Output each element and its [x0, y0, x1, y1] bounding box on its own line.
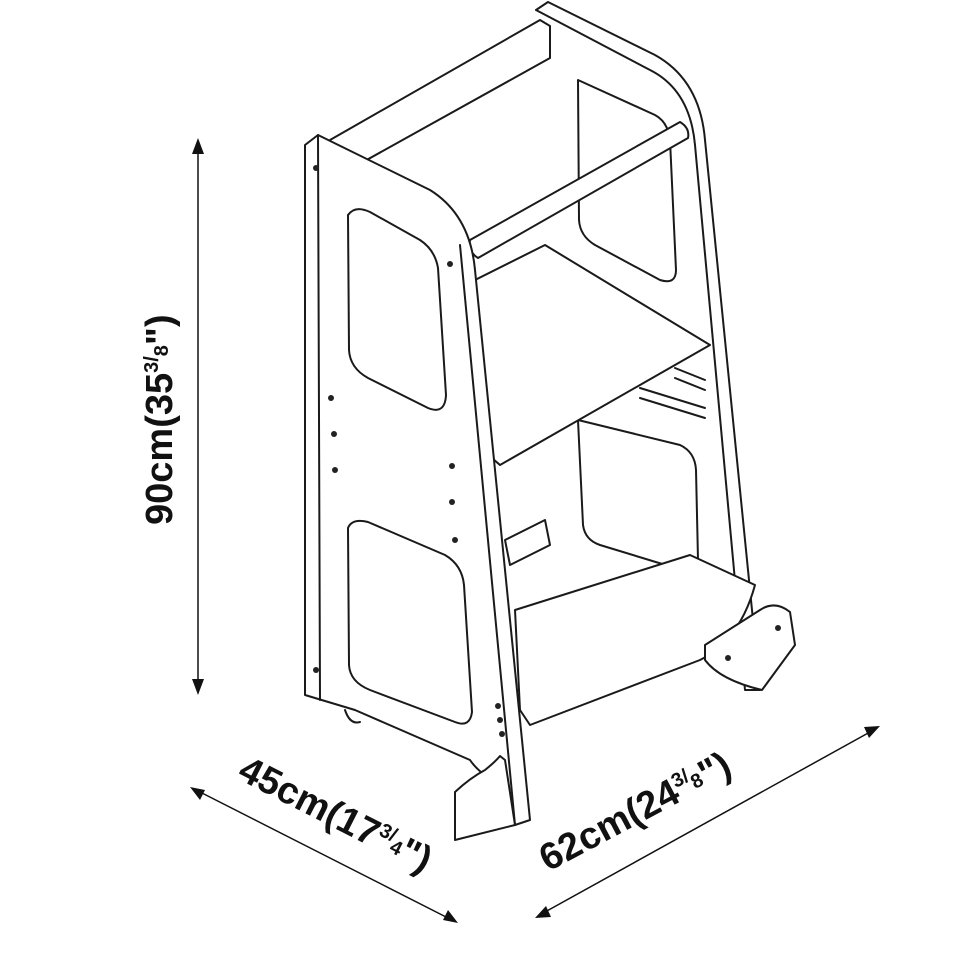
back-panel-lower-window — [577, 419, 699, 573]
width-label: 62cm(243/8") — [533, 744, 739, 880]
front-panel-upper-window — [347, 208, 447, 411]
rear-foot — [704, 604, 796, 691]
top-back-rail — [329, 19, 551, 173]
front-side-panel — [304, 134, 531, 826]
lower-back-rail — [504, 519, 551, 566]
depth-dimension: 45cm(173/4") — [190, 749, 458, 923]
height-label: 90cm(353/8") — [139, 314, 181, 525]
learning-tower-illustration — [304, 1, 796, 841]
front-foot — [454, 755, 516, 841]
width-dimension: 62cm(243/8") — [533, 726, 880, 918]
front-panel-bottom-notch — [344, 709, 361, 724]
front-panel-lower-window — [347, 519, 473, 725]
front-panel-edge — [317, 134, 516, 826]
adjustment-holes — [313, 165, 781, 737]
back-side-panel — [535, 1, 761, 691]
platform-support-slots — [639, 367, 706, 419]
back-panel-upper-window — [577, 79, 677, 283]
depth-label: 45cm(173/4") — [232, 749, 439, 882]
height-dimension: 90cm(353/8") — [139, 138, 204, 695]
